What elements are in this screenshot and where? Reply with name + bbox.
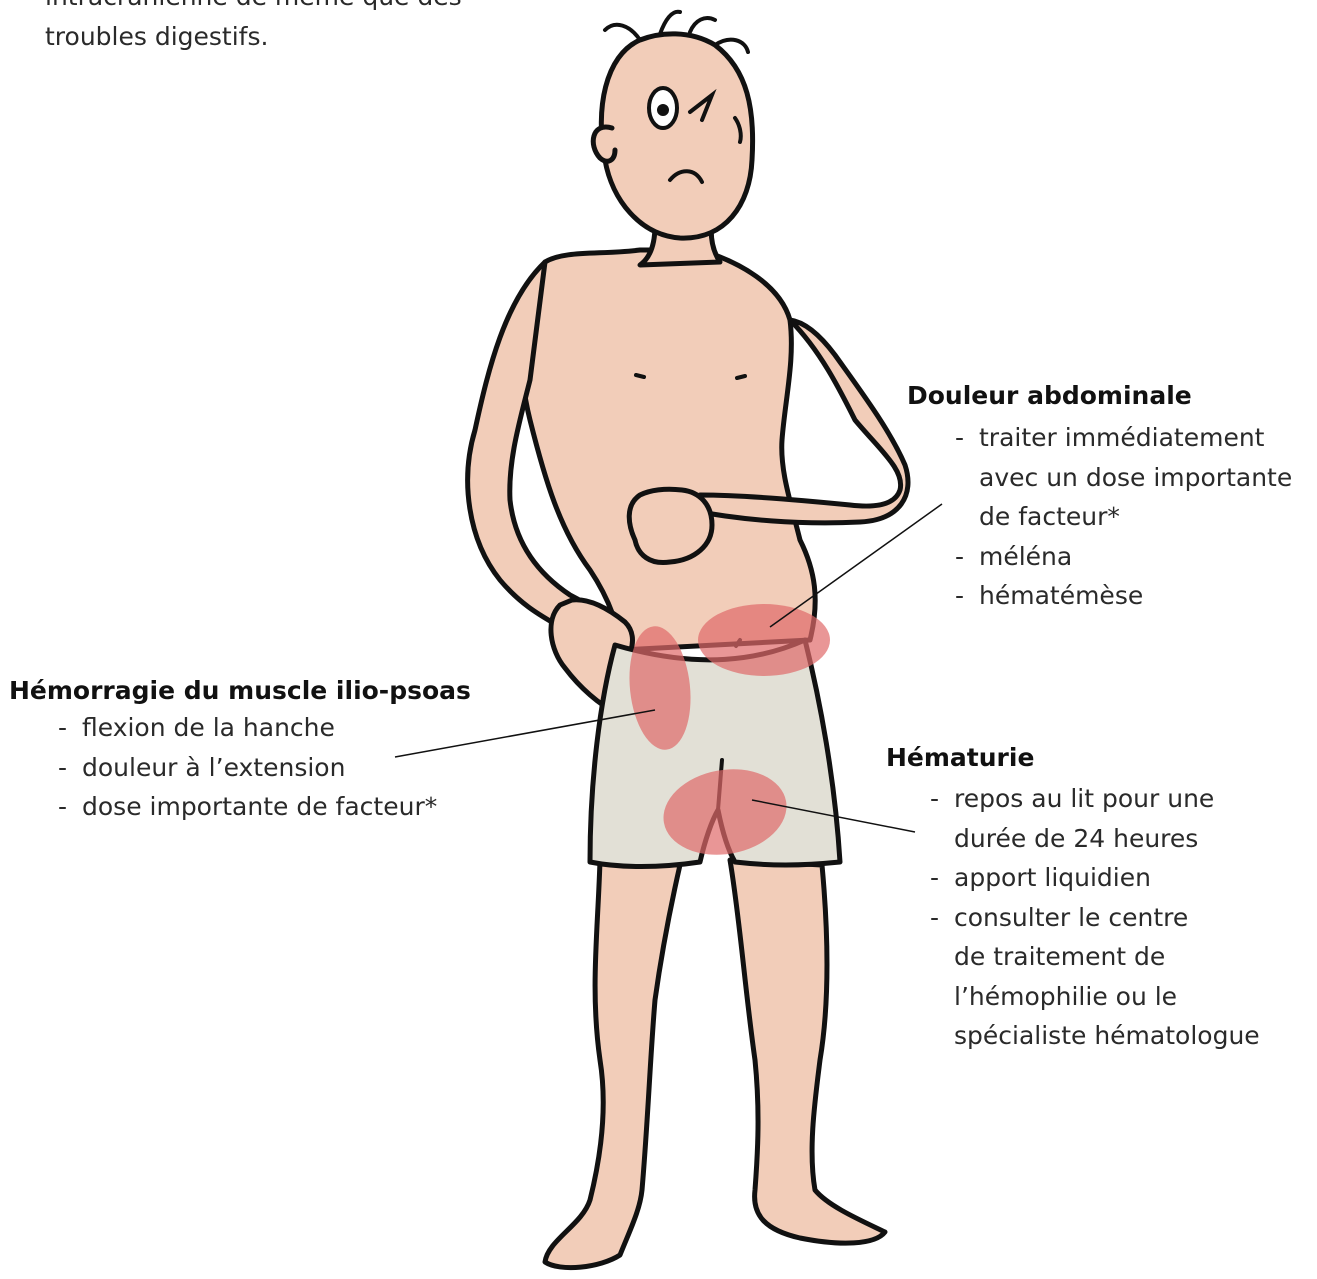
iliopsoas-title: Hémorragie du muscle ilio-psoas — [9, 674, 471, 708]
iliopsoas-item: flexion de la hanche — [58, 708, 437, 748]
left-leg — [545, 860, 680, 1268]
hematuria-item: consulter le centre de traitement de l’h… — [930, 898, 1260, 1056]
hematuria-list: repos au lit pour une durée de 24 heures… — [930, 779, 1260, 1056]
nipple-left — [636, 375, 644, 377]
abdominal-item: traiter immédiatement avec un dose impor… — [955, 418, 1292, 537]
iliopsoas-item-line: dose importante de facteur* — [82, 787, 437, 827]
hematuria-item-line: de traitement de — [954, 937, 1260, 977]
hematuria-item-line: repos au lit pour une — [954, 779, 1260, 819]
abdominal-title: Douleur abdominale — [907, 379, 1192, 413]
abdominal-item-line: hématémèse — [979, 576, 1292, 616]
hematuria-item-line: l’hémophilie ou le — [954, 977, 1260, 1017]
intro-line-2: troubles digestifs. — [45, 18, 268, 56]
abdominal-item-line: méléna — [979, 537, 1292, 577]
abdominal-list: traiter immédiatement avec un dose impor… — [955, 418, 1292, 616]
hematuria-title: Hématurie — [886, 741, 1034, 775]
nipple-right — [737, 376, 745, 378]
hematuria-item-line: consulter le centre — [954, 898, 1260, 938]
right-fist — [629, 489, 712, 562]
abdominal-zone — [698, 604, 830, 676]
iliopsoas-item: dose importante de facteur* — [58, 787, 437, 827]
hematuria-item: apport liquidien — [930, 858, 1260, 898]
abdominal-item-line: avec un dose importante — [979, 458, 1292, 498]
intro-line-1: intracrânienne de même que des — [45, 0, 462, 16]
abdominal-item-line: de facteur* — [979, 497, 1292, 537]
left-pupil — [659, 106, 667, 114]
iliopsoas-item: douleur à l’extension — [58, 748, 437, 788]
right-leg — [730, 860, 885, 1243]
head — [601, 34, 752, 238]
iliopsoas-list: flexion de la hanche douleur à l’extensi… — [58, 708, 437, 827]
hematuria-item-line: spécialiste hématologue — [954, 1016, 1260, 1056]
ear — [593, 127, 615, 161]
abdominal-item: méléna — [955, 537, 1292, 577]
iliopsoas-item-line: douleur à l’extension — [82, 748, 437, 788]
abdominal-item: hématémèse — [955, 576, 1292, 616]
hematuria-item: repos au lit pour une durée de 24 heures — [930, 779, 1260, 858]
hematuria-item-line: durée de 24 heures — [954, 819, 1260, 859]
abdominal-item-line: traiter immédiatement — [979, 418, 1292, 458]
body-figure — [468, 34, 908, 1268]
iliopsoas-item-line: flexion de la hanche — [82, 708, 437, 748]
hematuria-item-line: apport liquidien — [954, 858, 1260, 898]
